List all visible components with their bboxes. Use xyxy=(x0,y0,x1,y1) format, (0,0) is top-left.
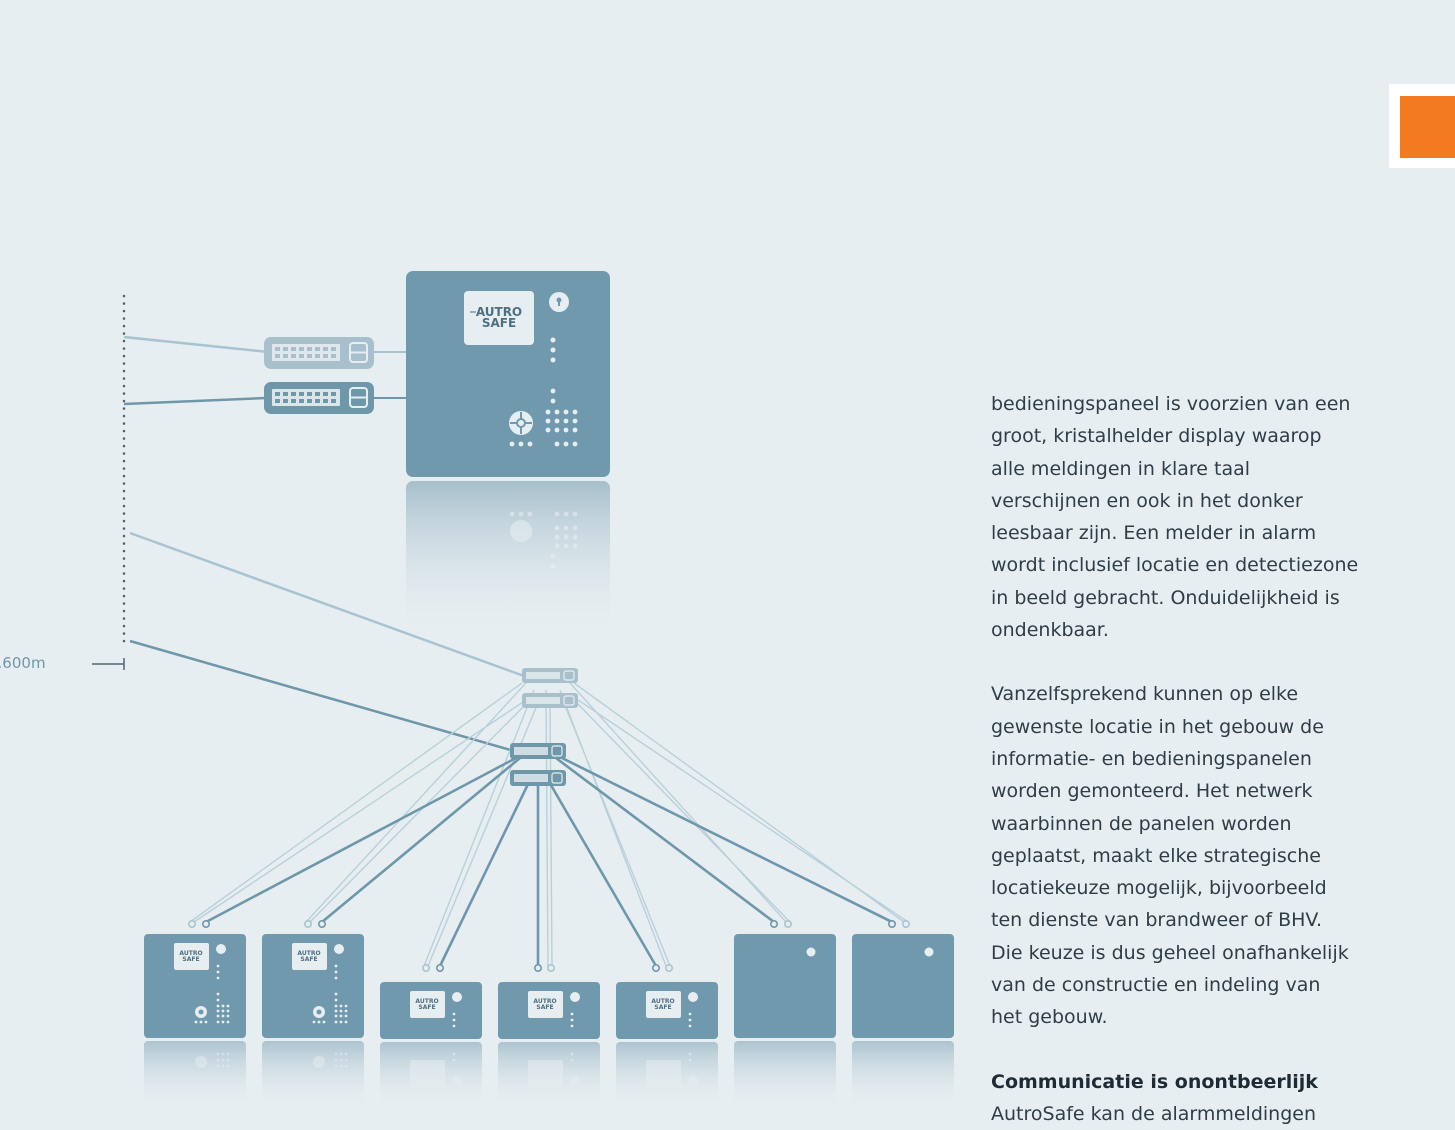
text-line: locatiekeuze mogelijk, bijvoorbeeld xyxy=(991,877,1327,900)
text-line: AutroSafe kan de alarmmeldingen xyxy=(991,1102,1317,1125)
enclosure-panel-2 xyxy=(852,934,954,1111)
info-panel-3-logo-line1: AUTRO xyxy=(651,998,674,1005)
text-line: bedieningspaneel is voorzien van een xyxy=(991,393,1351,415)
text-line: van de constructie en indeling van xyxy=(991,974,1321,997)
main-control-panel: AUTRO SAFE xyxy=(406,271,610,641)
dark-fan-lines xyxy=(205,756,893,967)
switch-small-light-1 xyxy=(522,668,578,683)
info-panel-1: AUTRO SAFE xyxy=(380,982,482,1110)
enclosure-2-key-icon xyxy=(924,947,934,957)
main-panel-reflection-keys xyxy=(509,511,578,569)
text-line: alle meldingen in klare taal xyxy=(991,457,1251,480)
main-panel-logo-line2: SAFE xyxy=(482,316,516,330)
panel-2-logo-line2: SAFE xyxy=(300,956,317,963)
info-panel-2-logo-line1: AUTRO xyxy=(533,998,556,1005)
info-panel-1-key-icon xyxy=(452,992,462,1002)
orange-section-marker xyxy=(1400,96,1455,158)
switch-small-dark-1 xyxy=(510,743,566,759)
text-line: geplaatst, maakt elke strategische xyxy=(991,844,1321,867)
info-panel-1-logo-line2: SAFE xyxy=(418,1004,435,1011)
numeric-keypad-icon xyxy=(509,388,578,447)
paragraph-display: bedieningspaneel is voorzien van een gro… xyxy=(991,388,1391,646)
paragraph-communication: AutroSafe kan de alarmmeldingen xyxy=(991,1098,1391,1130)
text-line: groot, kristalhelder display waarop xyxy=(991,425,1322,448)
paragraph-locations: Vanzelfsprekend kunnen op elke gewenste … xyxy=(991,678,1391,1033)
text-line: gewenste locatie in het gebouw de xyxy=(991,715,1324,738)
light-fan-lines xyxy=(189,682,909,967)
cable-dark-lower xyxy=(129,639,515,753)
text-line: in beeld gebracht. Onduidelijkheid is xyxy=(991,586,1340,609)
cable-dark-top xyxy=(123,396,267,406)
main-panel-logo-box xyxy=(464,291,534,345)
text-line: het gebouw. xyxy=(991,1006,1108,1029)
network-switch-light xyxy=(264,337,374,369)
panel-1-logo-line2: SAFE xyxy=(182,956,199,963)
info-panel-2: AUTRO SAFE xyxy=(498,982,600,1110)
text-line: informatie- en bedieningspanelen xyxy=(991,747,1312,770)
info-panel-2-logo-line2: SAFE xyxy=(536,1004,553,1011)
text-line: Die keuze is dus geheel onafhankelijk xyxy=(991,941,1349,964)
text-line: ondenkbaar. xyxy=(991,619,1109,642)
led-indicators xyxy=(550,337,556,363)
switch-small-dark-2 xyxy=(510,770,566,786)
panel-2-key-icon xyxy=(334,944,344,954)
enclosure-panel-1 xyxy=(734,934,836,1111)
panel-1-key-icon xyxy=(216,944,226,954)
panel-1-logo-line1: AUTRO xyxy=(179,950,202,957)
control-panel-2: AUTRO SAFE xyxy=(262,934,364,1111)
height-measure-label: 3.600m xyxy=(0,654,46,672)
enclosure-1-key-icon xyxy=(806,947,816,957)
info-panel-3-logo-line2: SAFE xyxy=(654,1004,671,1011)
article-text-column: bedieningspaneel is voorzien van een gro… xyxy=(991,388,1391,1130)
text-line: ten dienste van brandweer of BHV. xyxy=(991,909,1322,932)
info-panel-3-key-icon xyxy=(688,992,698,1002)
info-panel-3: AUTRO SAFE xyxy=(616,982,718,1110)
text-line: worden gemonteerd. Het netwerk xyxy=(991,780,1313,803)
text-line: Vanzelfsprekend kunnen op elke xyxy=(991,683,1299,706)
navigation-keypad-icon xyxy=(509,411,533,435)
connector-dots xyxy=(188,919,910,972)
text-line: leesbaar zijn. Een melder in alarm xyxy=(991,522,1317,545)
text-line: verschijnen en ook in het donker xyxy=(991,489,1303,512)
control-panel-1: AUTRO SAFE xyxy=(144,934,246,1111)
main-panel-logo-line1: AUTRO xyxy=(476,305,522,319)
text-line: waarbinnen de panelen worden xyxy=(991,812,1292,835)
panel-2-logo-line1: AUTRO xyxy=(297,950,320,957)
network-switch-dark xyxy=(264,382,374,414)
section-heading: Communicatie is onontbeerlijk xyxy=(991,1070,1318,1093)
info-panel-2-key-icon xyxy=(570,992,580,1002)
switch-small-light-2 xyxy=(522,693,578,708)
text-line: wordt inclusief locatie en detectiezone xyxy=(991,554,1359,577)
info-panel-1-logo-line1: AUTRO xyxy=(415,998,438,1005)
cable-light-top xyxy=(123,335,269,354)
cable-light-lower xyxy=(129,531,525,678)
